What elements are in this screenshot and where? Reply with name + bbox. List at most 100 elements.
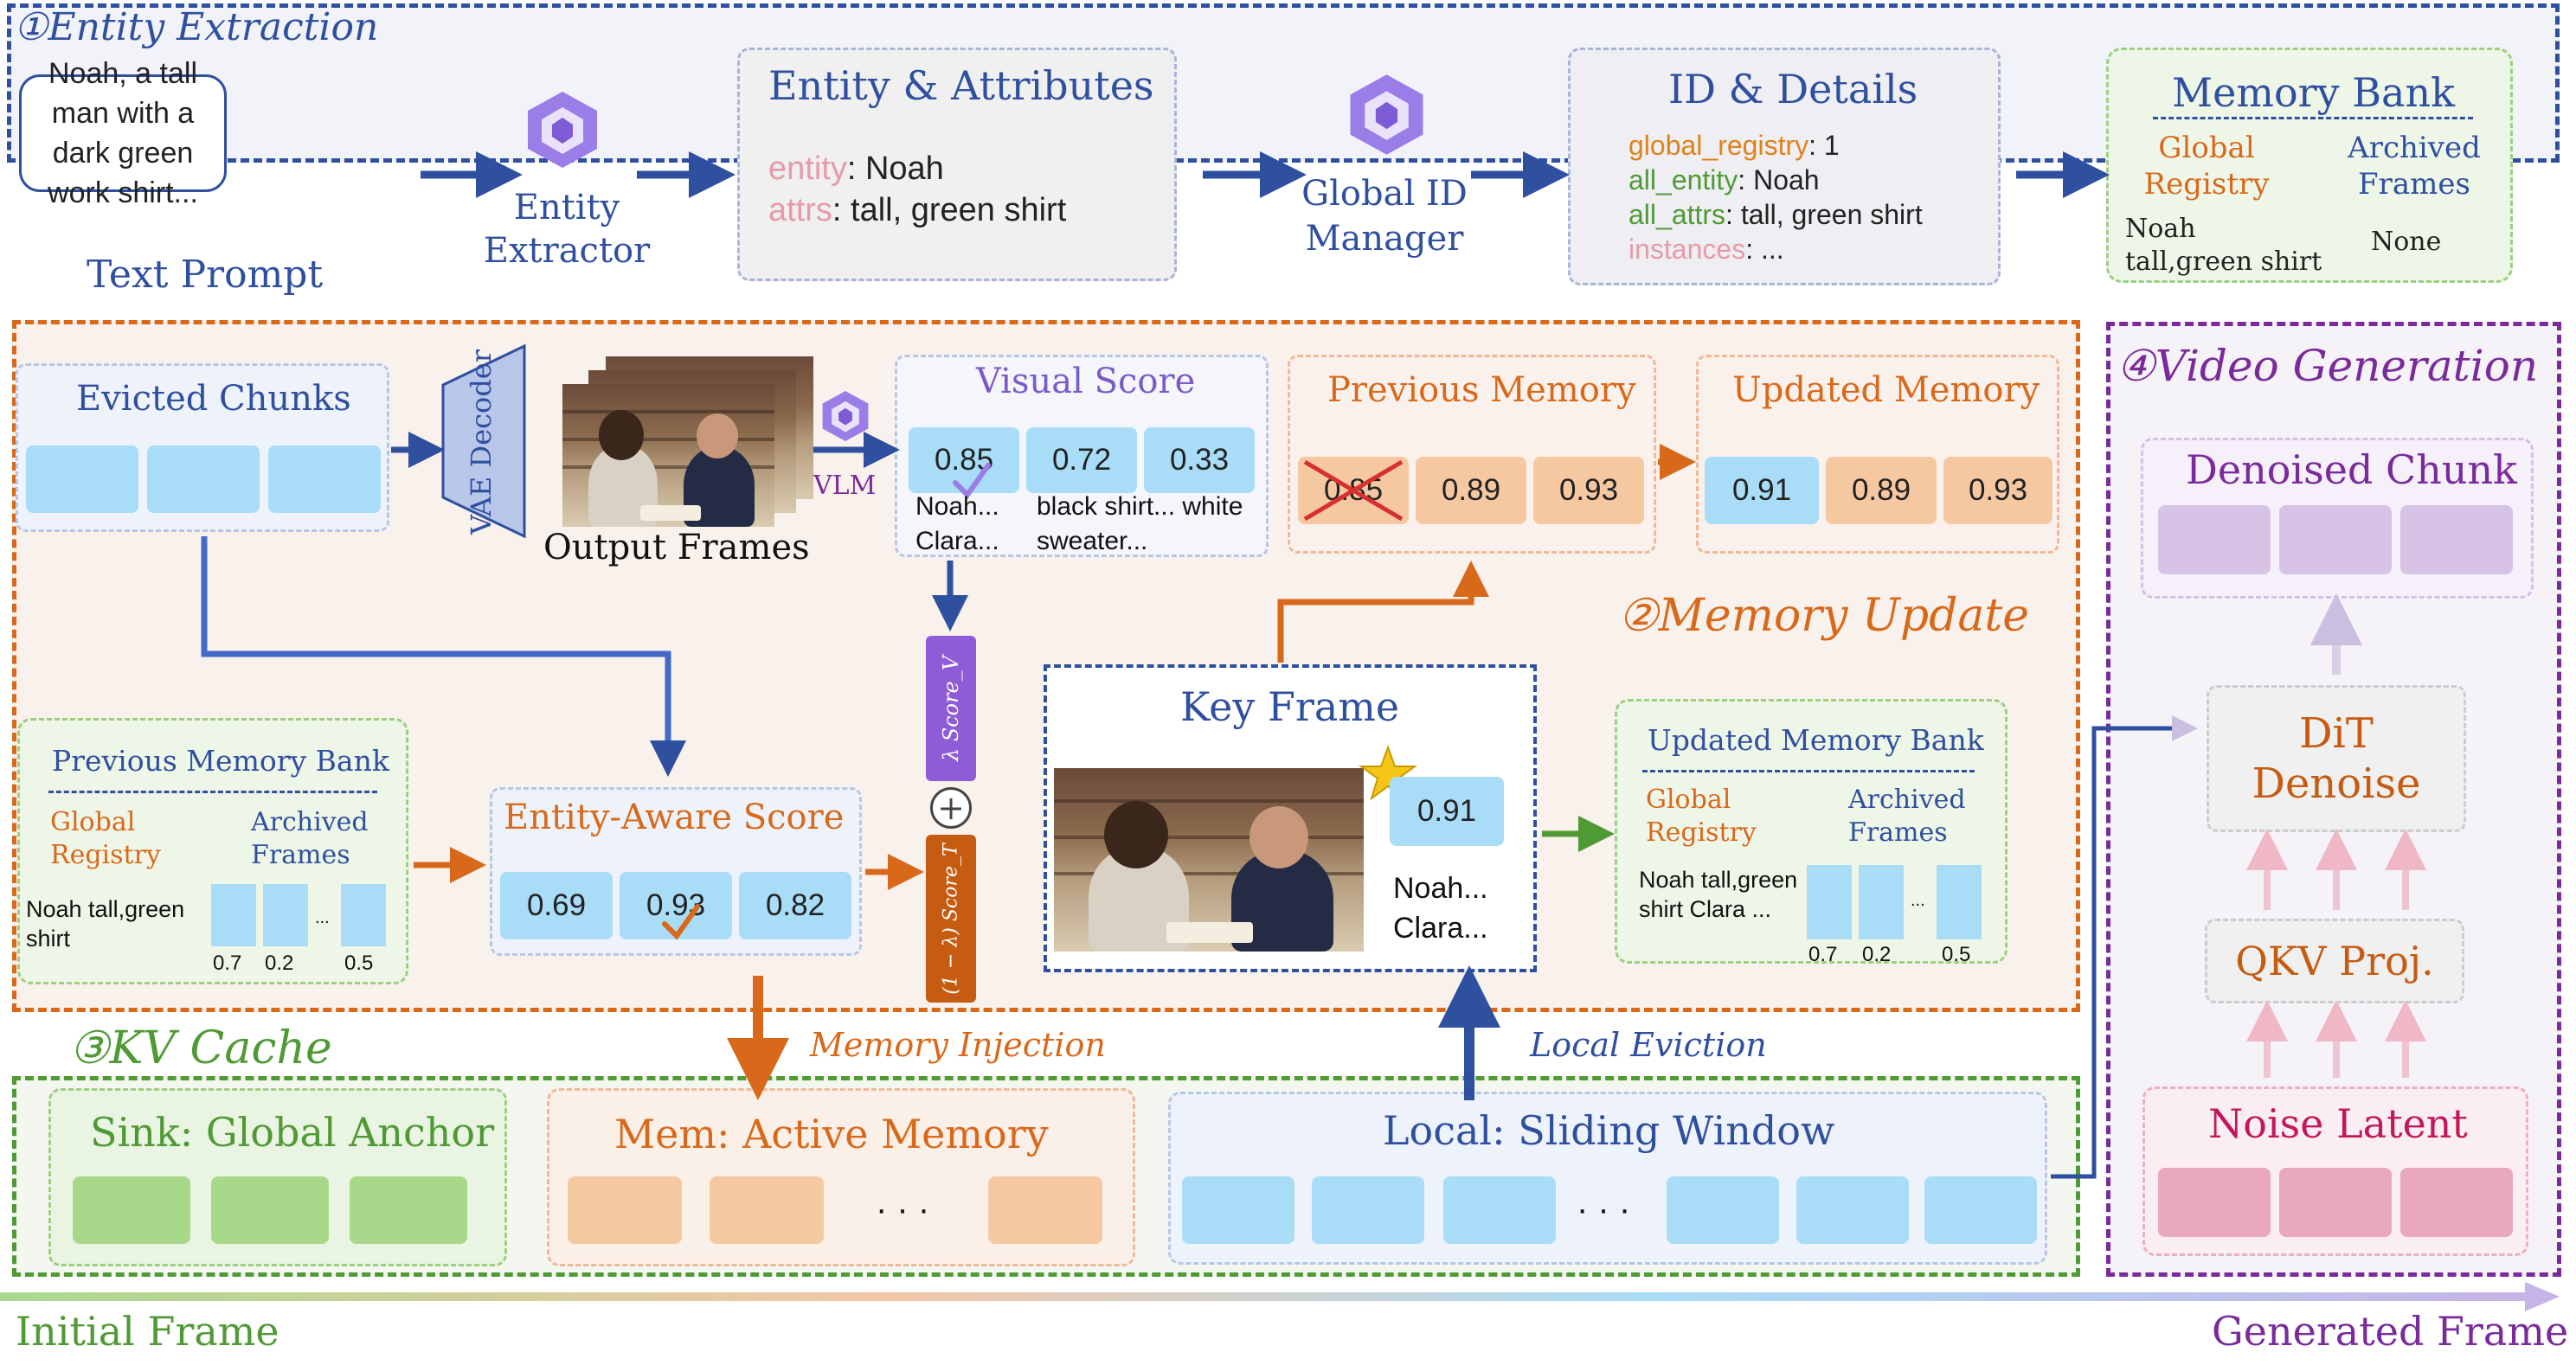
id-line-2-key: all_entity [1628,164,1738,195]
text-prompt-bubble: Noah, a tall man with a dark green work … [19,57,227,209]
key-frame-star-icon [1358,745,1418,801]
section4-title: ④Video Generation [2117,341,2539,391]
sink-cell-3 [350,1176,467,1244]
memory-bank-val2: None [2371,227,2442,257]
attrs-key: attrs [768,192,832,228]
updated-bank-bar-2 [1859,865,1904,939]
updated-bank-bar-1 [1807,865,1852,939]
updated-memory-bank-col1: Global Registry [1646,785,1757,848]
updated-memory-bank-title: Updated Memory Bank [1648,723,1984,757]
entity-score-cell-2: 0.93 [620,872,732,939]
vlm-label: VLM [813,471,877,501]
memory-bank-box [2106,48,2513,283]
previous-memory-cell-3: 0.93 [1533,457,1644,524]
visual-score-desc-1: Noah... Clara... [915,492,999,555]
entity-key: entity [768,151,847,187]
plus-symbol: + [937,789,965,827]
lambda-text-bar: (1 − λ) Score_T [926,835,976,1003]
visual-score-cell-1: 0.85 [909,427,1019,493]
prev-bank-bar-label-3: ... [315,908,330,927]
evicted-chunk-1 [26,445,138,513]
entity-extractor-logo-icon [519,87,606,173]
previous-memory-cell-2: 0.89 [1416,457,1526,524]
visual-score-title: Visual Score [976,362,1196,401]
entity-score-cell-1: 0.69 [500,872,613,939]
timeline-start-label: Initial Frame [16,1308,279,1355]
entity-line: entity: Noah [768,151,944,188]
previous-memory-bank-title: Previous Memory Bank [52,744,389,778]
local-cell-3 [1443,1176,1556,1244]
prev-bank-bar-label-2: 0.2 [265,952,294,975]
memory-bank-underline [2153,117,2473,119]
mem-cell-3 [988,1176,1102,1244]
denoised-cell-2 [2279,505,2392,574]
id-line-4-key: instances [1628,234,1746,265]
timeline-bar [0,1292,2527,1301]
output-frame-image [562,384,774,527]
entity-extractor-label: Entity Extractor [483,188,651,271]
memory-injection-label: Memory Injection [810,1026,1106,1064]
sink-label: Sink: Global Anchor [90,1109,495,1156]
global-id-manager-label: Global ID Manager [1301,174,1468,259]
previous-memory-bank-entry: Noah tall,green shirt [26,896,185,952]
previous-memory-title: Previous Memory [1327,370,1636,410]
local-cell-2 [1312,1176,1424,1244]
updated-memory-cell-3: 0.93 [1943,457,2052,524]
arrow-keyframe-to-prevmem [1277,561,1489,663]
evicted-chunk-2 [147,445,260,513]
visual-score-check-icon [950,458,993,502]
local-cell-5 [1796,1176,1909,1244]
prev-bank-bar-label-1: 0.7 [213,952,242,975]
previous-memory-bank-underline [48,791,377,793]
key-frame-image [1054,768,1364,952]
mem-ellipsis: · · · [876,1190,930,1228]
denoised-cell-1 [2158,505,2271,574]
prev-bank-bar-label-4: 0.5 [344,952,374,975]
updated-bank-bar-label-3: ... [1911,891,1925,910]
mem-label: Mem: Active Memory [614,1111,1049,1157]
section2-title: ②Memory Update [1618,590,2030,642]
updated-memory-bank-entry: Noah tall,green shirt Clara ... [1639,867,1798,922]
memory-bank-title: Memory Bank [2172,69,2455,116]
updated-memory-bank-col2: Archived Frames [1848,785,1966,848]
mem-cell-2 [710,1176,824,1244]
evicted-chunks-title: Evicted Chunks [76,379,351,419]
local-cell-4 [1667,1176,1779,1244]
qkv-proj-label: QKV Proj. [2235,938,2434,984]
entity-attributes-box [737,48,1177,281]
noise-latent-label: Noise Latent [2208,1100,2468,1147]
qkv-proj-box: QKV Proj. [2205,919,2464,1003]
prev-bank-bar-3 [341,884,386,946]
text-prompt-label: Text Prompt [87,253,324,297]
output-frames-label: Output Frames [543,528,810,567]
id-details-box [1568,48,2001,285]
id-line-1: global_registry: 1 [1628,130,1840,162]
section1-title: ①Entity Extraction [14,5,379,49]
memory-bank-val1: Noah tall,green shirt [2125,214,2322,277]
timeline-end-label: Generated Frame [2212,1308,2569,1355]
local-ellipsis: · · · [1577,1190,1631,1228]
entity-score-cell-3: 0.82 [739,872,851,939]
entity-score-check-icon [659,900,703,943]
id-line-3: all_attrs: tall, green shirt [1628,199,1923,231]
arrow-evicted-to-score [201,536,686,777]
visual-score-cell-2: 0.72 [1026,427,1137,493]
id-line-3-key: all_attrs [1628,199,1726,230]
attrs-value: : tall, green shirt [832,192,1067,228]
entity-aware-score-title: Entity-Aware Score [504,798,845,837]
local-eviction-label: Local Eviction [1530,1026,1767,1064]
visual-score-cell-3: 0.33 [1144,427,1255,493]
entity-value: : Noah [846,151,944,187]
evicted-chunk-3 [268,445,381,513]
entity-attributes-title: Entity & Attributes [768,62,1154,109]
local-cell-6 [1924,1176,2037,1244]
noise-cell-2 [2279,1168,2392,1237]
updated-bank-bar-3 [1937,865,1982,939]
updated-memory-title: Updated Memory [1732,370,2040,410]
sink-cell-1 [73,1176,190,1244]
vlm-logo-icon [817,388,874,445]
mem-cell-1 [568,1176,682,1244]
prev-bank-bar-1 [211,884,256,946]
denoised-cell-3 [2400,505,2513,574]
